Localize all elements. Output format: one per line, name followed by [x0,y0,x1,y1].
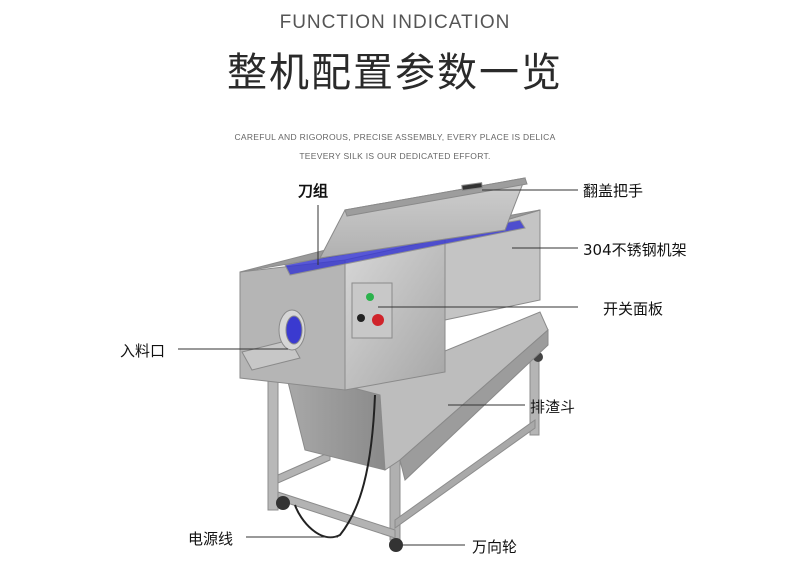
label-frame: 304不锈钢机架 [583,241,687,259]
label-switch-panel: 开关面板 [603,300,664,318]
lid [319,177,528,259]
title-cn: 整机配置参数一览 [227,50,563,96]
leader-lines [178,189,578,546]
label-inlet: 入料口 [120,342,166,360]
subtitle-line-2: TEEVERY SILK IS OUR DEDICATED EFFORT. [299,151,491,161]
label-lid-handle: 翻盖把手 [583,182,644,200]
subtitle-line-1: CAREFUL AND RIGOROUS, PRECISE ASSEMBLY, … [234,132,556,142]
power-cord [294,394,376,539]
label-residue-hopper: 排渣斗 [530,398,576,416]
switch-panel-shape [351,282,393,339]
label-caster: 万向轮 [472,538,518,556]
inlet-tube [241,309,306,371]
title-en: FUNCTION INDICATION [279,12,511,33]
label-power-cord: 电源线 [188,530,234,548]
label-cutter: 刀组 [298,182,329,200]
support-frame [267,339,540,541]
